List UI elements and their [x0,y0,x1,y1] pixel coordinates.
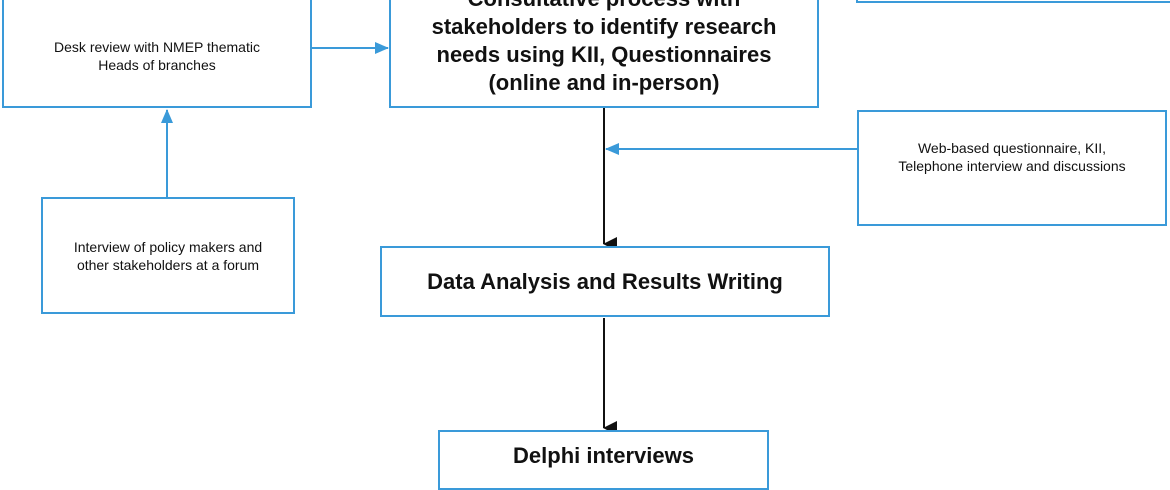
web-based-box: Web-based questionnaire, KII, Telephone … [857,110,1167,226]
connector-layer [161,0,1170,435]
consultative-line-4: (online and in-person) [488,70,720,95]
desk-review-line-1: Desk review with NMEP thematic [54,39,260,55]
policy-makers-line-1: Interview of policy makers and [73,238,263,255]
policy-makers-text: Interview of policy makers and other sta… [74,238,262,274]
consultative-line-3: needs using KII, Questionnaires [436,42,772,67]
delphi-label: Delphi interviews [513,443,694,468]
consultative-line-2: stakeholders to identify research [431,14,777,39]
policy-makers-box: Interview of policy makers and other sta… [41,197,295,314]
delphi-box: Delphi interviews [438,430,769,490]
partial-box-top-right [856,0,1170,3]
desk-review-box: Desk review with NMEP thematic Heads of … [2,0,312,108]
policy-makers-line-2: other stakeholders at a forum [76,256,260,273]
data-analysis-label: Data Analysis and Results Writing [427,268,783,294]
desk-review-text: Desk review with NMEP thematic Heads of … [54,38,260,74]
consultative-process-text: Consultative process with stakeholders t… [432,0,777,97]
web-based-line-2: Telephone interview and discussions [898,158,1126,174]
consultative-line-1: Consultative process with [432,0,777,13]
consultative-process-box: Consultative process with stakeholders t… [389,0,819,108]
web-based-text: Web-based questionnaire, KII, Telephone … [898,139,1125,175]
web-based-line-1: Web-based questionnaire, KII, [917,140,1107,156]
desk-review-line-2: Heads of branches [98,57,216,73]
data-analysis-box: Data Analysis and Results Writing [380,246,830,317]
